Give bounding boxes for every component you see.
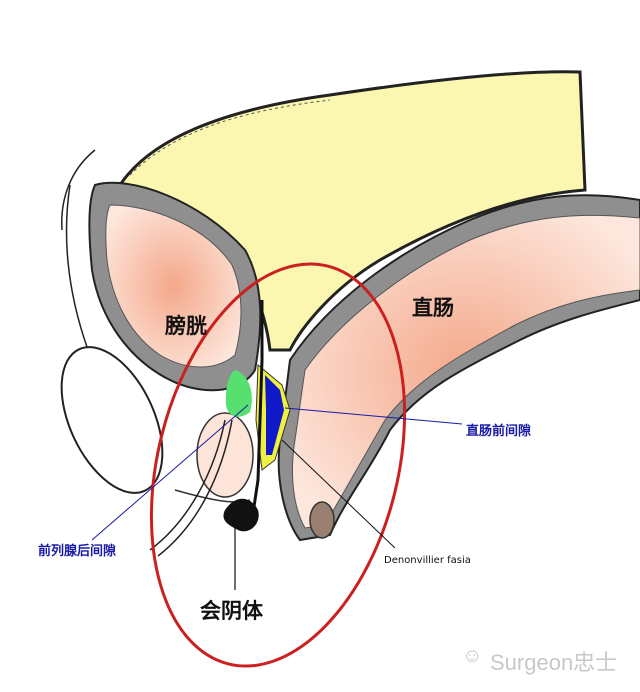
label-rectum: 直肠 bbox=[412, 296, 454, 320]
label-perineal-body: 会阴体 bbox=[200, 599, 263, 623]
watermark: Surgeon忠士 bbox=[490, 650, 618, 675]
label-bladder: 膀胱 bbox=[165, 314, 207, 338]
leader-retroprostatic-space bbox=[91, 404, 249, 541]
label-retroprostatic-space: 前列腺后间隙 bbox=[38, 544, 117, 559]
wechat-icon: ☺ bbox=[462, 645, 483, 667]
pubic-bone bbox=[60, 346, 164, 494]
leader-denonvilliers bbox=[281, 439, 396, 549]
retroprostatic-space bbox=[225, 370, 252, 417]
bladder bbox=[105, 204, 242, 368]
highlight-ellipse bbox=[149, 262, 407, 668]
label-denonvilliers-fascia: Denonvillier fasia bbox=[384, 555, 471, 566]
leader-anterior-rectal-space bbox=[284, 407, 463, 425]
perineal-body bbox=[223, 498, 259, 532]
denonvilliers-fascia-blue bbox=[265, 375, 284, 455]
prostate bbox=[196, 412, 254, 498]
label-anterior-rectal-space: 直肠前间隙 bbox=[466, 424, 532, 439]
anal-sphincter bbox=[309, 501, 335, 539]
